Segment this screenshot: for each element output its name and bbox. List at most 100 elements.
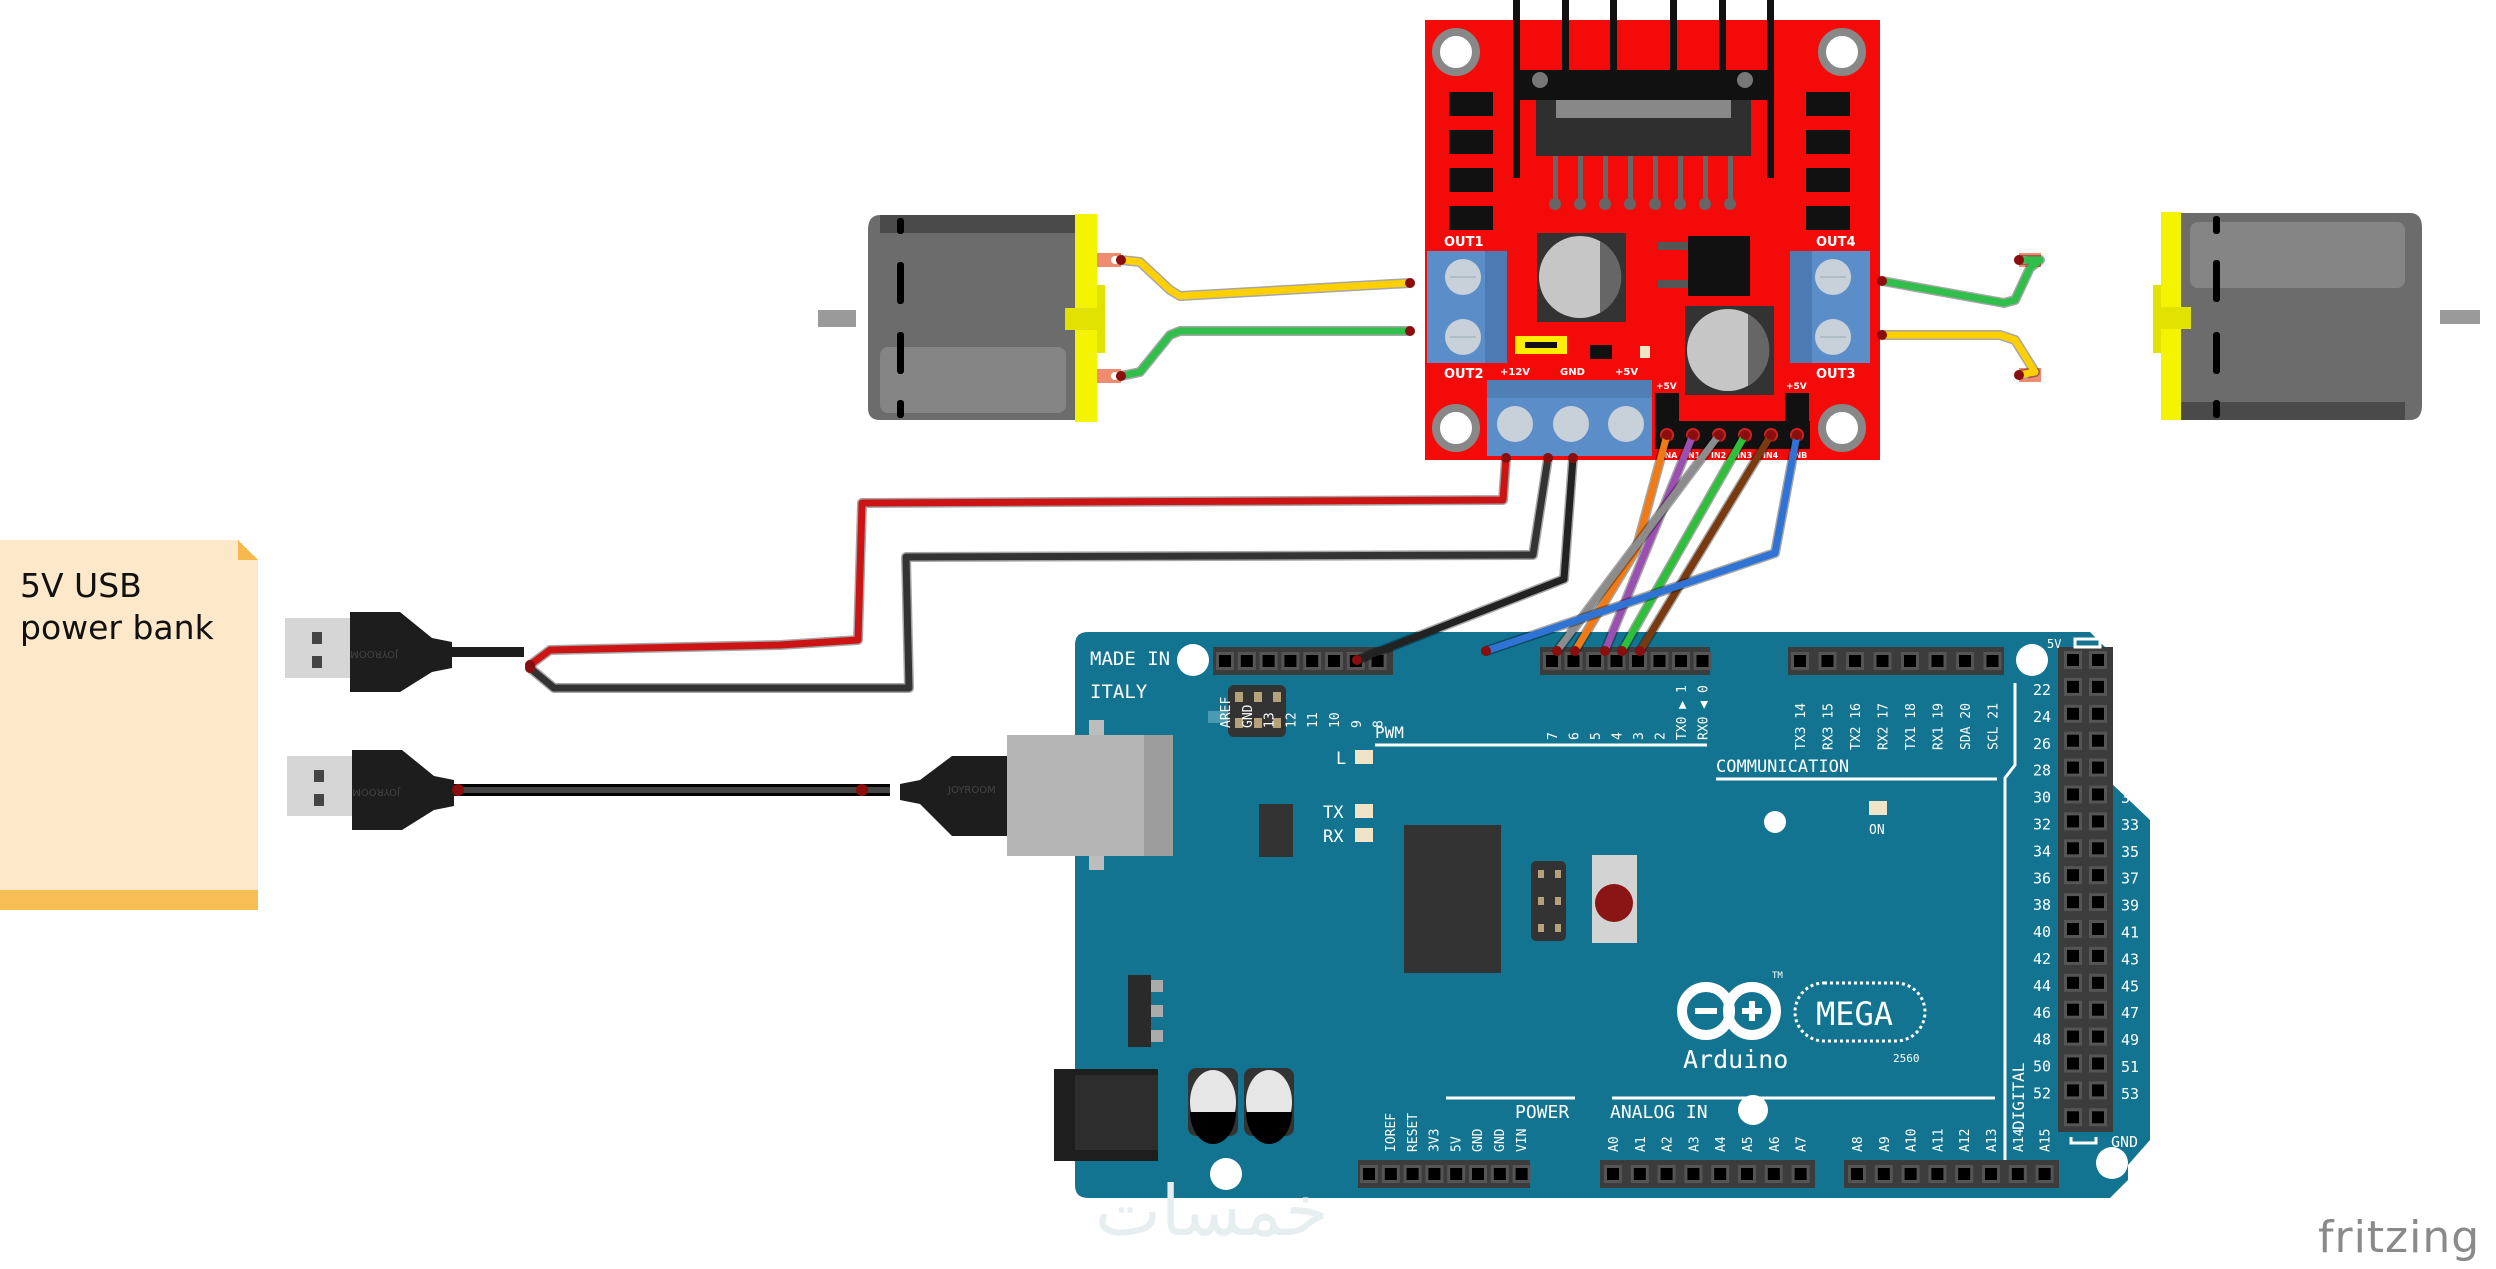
header-power[interactable] bbox=[1358, 1160, 1531, 1188]
header-digital-double[interactable] bbox=[2058, 647, 2113, 1132]
header-pin[interactable] bbox=[1684, 1165, 1703, 1183]
wire-out3-motor-right[interactable] bbox=[1878, 331, 2039, 379]
header-pin[interactable] bbox=[1928, 1165, 1947, 1183]
header-pin[interactable] bbox=[2064, 866, 2082, 885]
wire-endpoint[interactable] bbox=[1740, 430, 1750, 440]
header-pin[interactable] bbox=[1650, 652, 1669, 670]
wire-endpoint[interactable] bbox=[1635, 646, 1645, 656]
header-pin[interactable] bbox=[2089, 651, 2107, 669]
wire-out4-motor-right[interactable] bbox=[1878, 256, 2044, 307]
header-pin[interactable] bbox=[1982, 1165, 2000, 1183]
header-pin[interactable] bbox=[1955, 1165, 1974, 1183]
header-pin[interactable] bbox=[2064, 1000, 2082, 1019]
header-pin[interactable] bbox=[1711, 1165, 1730, 1183]
header-pin[interactable] bbox=[1469, 1165, 1487, 1183]
header-pin[interactable] bbox=[1381, 1165, 1400, 1183]
wire-enb-pin9[interactable] bbox=[1482, 431, 1801, 655]
header-pin[interactable] bbox=[2008, 1165, 2027, 1183]
header-pin[interactable] bbox=[1237, 652, 1256, 670]
wire-endpoint[interactable] bbox=[1877, 276, 1887, 286]
header-pin[interactable] bbox=[2089, 893, 2107, 912]
header-pin[interactable] bbox=[1956, 652, 1974, 670]
header-pin[interactable] bbox=[1901, 1165, 1920, 1183]
header-pin[interactable] bbox=[1791, 652, 1809, 670]
header-pin[interactable] bbox=[2089, 839, 2107, 858]
header-pin[interactable] bbox=[1216, 652, 1234, 670]
wire-endpoint[interactable] bbox=[1116, 255, 1126, 265]
header-pin[interactable] bbox=[1403, 1165, 1422, 1183]
dc-motor-right[interactable] bbox=[2019, 212, 2480, 420]
header-pin[interactable] bbox=[1586, 652, 1604, 670]
header-pin[interactable] bbox=[2089, 1054, 2107, 1073]
wire-endpoint[interactable] bbox=[2014, 370, 2024, 380]
header-pin[interactable] bbox=[1846, 652, 1864, 670]
wire-in1-pin6[interactable] bbox=[1601, 431, 1697, 655]
header-pin[interactable] bbox=[1738, 1165, 1756, 1183]
header-pin[interactable] bbox=[1360, 1165, 1378, 1183]
header-pin[interactable] bbox=[2089, 946, 2107, 965]
dc-motor-left[interactable] bbox=[818, 214, 1121, 422]
wire-endpoint[interactable] bbox=[1352, 655, 1362, 665]
wire-endpoint[interactable] bbox=[2014, 255, 2024, 265]
wire-endpoint[interactable] bbox=[1501, 453, 1511, 463]
driver-input-header[interactable] bbox=[1655, 393, 1810, 449]
header-analog-a[interactable] bbox=[1600, 1160, 1815, 1188]
terminal-out3-out4[interactable] bbox=[1790, 251, 1870, 363]
header-pin[interactable] bbox=[1657, 1165, 1676, 1183]
header-pin[interactable] bbox=[2089, 677, 2107, 696]
header-pin[interactable] bbox=[1630, 1165, 1649, 1183]
header-pin[interactable] bbox=[2089, 785, 2107, 804]
wire-in4-pin4[interactable] bbox=[1636, 431, 1775, 655]
usb-cable-data[interactable]: JOYROOM JOYROOM bbox=[287, 750, 1007, 836]
wire-endpoint[interactable] bbox=[1617, 646, 1627, 656]
dc-power-jack[interactable] bbox=[1054, 1069, 1158, 1161]
terminal-out1-out2[interactable] bbox=[1427, 251, 1507, 363]
wire-gnd-arduino-gnd[interactable] bbox=[1353, 454, 1577, 664]
header-pin[interactable] bbox=[2064, 973, 2082, 992]
wire-endpoint[interactable] bbox=[1405, 326, 1415, 336]
header-pin[interactable] bbox=[2064, 704, 2082, 723]
header-pin[interactable] bbox=[1818, 652, 1837, 670]
header-pin[interactable] bbox=[2089, 866, 2107, 885]
header-pin[interactable] bbox=[2089, 920, 2107, 938]
terminal-power[interactable] bbox=[1487, 380, 1652, 456]
l298n-motor-driver[interactable]: OUT1 OUT2 OUT4 OUT3 +12V GND +5V +5V +5V… bbox=[1425, 0, 1880, 460]
wire-endpoint[interactable] bbox=[1688, 430, 1698, 440]
wire-endpoint[interactable] bbox=[1405, 278, 1415, 288]
header-pin[interactable] bbox=[1901, 652, 1919, 670]
header-pin[interactable] bbox=[1303, 652, 1322, 670]
header-pin[interactable] bbox=[2064, 1108, 2082, 1127]
header-pin[interactable] bbox=[2064, 1081, 2082, 1100]
header-pin[interactable] bbox=[2089, 731, 2107, 750]
header-pin[interactable] bbox=[1259, 652, 1278, 670]
header-pin[interactable] bbox=[1873, 652, 1892, 670]
wire-endpoint[interactable] bbox=[1570, 646, 1580, 656]
wire-endpoint[interactable] bbox=[1481, 646, 1491, 656]
header-pin[interactable] bbox=[2064, 946, 2082, 965]
header-pin[interactable] bbox=[1848, 1165, 1866, 1183]
header-pin[interactable] bbox=[2064, 785, 2082, 804]
header-pin[interactable] bbox=[2089, 973, 2107, 992]
wire-endpoint[interactable] bbox=[1543, 453, 1553, 463]
header-pin[interactable] bbox=[1928, 652, 1947, 670]
wire-endpoint[interactable] bbox=[1766, 430, 1776, 440]
wire-endpoint[interactable] bbox=[1600, 646, 1610, 656]
header-analog-b[interactable] bbox=[1844, 1160, 2059, 1188]
wire-in3-pin5[interactable] bbox=[1618, 431, 1749, 655]
header-pin[interactable] bbox=[2089, 812, 2107, 831]
header-pin[interactable] bbox=[2064, 839, 2082, 858]
header-pin[interactable] bbox=[2089, 758, 2107, 777]
header-pin[interactable] bbox=[2064, 677, 2082, 696]
header-pin[interactable] bbox=[2089, 1081, 2107, 1100]
wire-gnd-usb-ground[interactable] bbox=[526, 454, 1552, 692]
usb-cable-power[interactable]: JOYROOM bbox=[285, 612, 524, 692]
header-pin[interactable] bbox=[1672, 652, 1690, 670]
header-pin[interactable] bbox=[2064, 920, 2082, 938]
header-pin[interactable] bbox=[1281, 652, 1300, 670]
wire-endpoint[interactable] bbox=[1568, 453, 1578, 463]
power-bank-note[interactable]: 5V USB power bank bbox=[0, 540, 258, 910]
header-pin[interactable] bbox=[2035, 1165, 2054, 1183]
header-pin[interactable] bbox=[2089, 704, 2107, 723]
header-pin[interactable] bbox=[1983, 652, 2002, 670]
